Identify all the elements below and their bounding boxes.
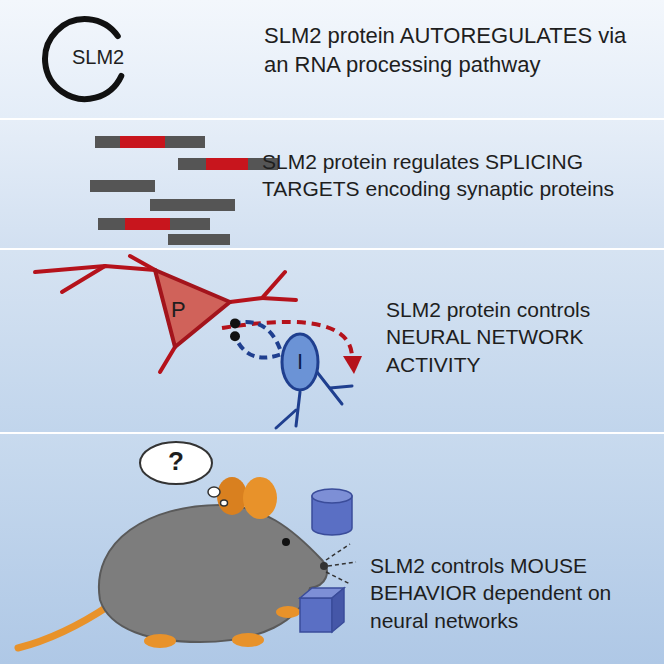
illustration-path: [62, 266, 105, 292]
illustration-ellipse: [208, 487, 220, 497]
illustration-ellipse: [217, 477, 247, 515]
panel-text: SLM2 controls MOUSE BEHAVIOR dependent o…: [370, 552, 656, 634]
illustration-rect: [90, 180, 155, 192]
illustration-g: [326, 544, 356, 584]
illustration-rect: [150, 199, 235, 211]
illustration-ellipse: [312, 489, 352, 503]
illustration-ellipse: [144, 634, 176, 648]
illustration-path: [18, 605, 110, 648]
illustration-path: [99, 505, 327, 642]
panel-text: SLM2 protein regulates SPLICING TARGETS …: [262, 148, 656, 203]
illustration-path: [276, 410, 296, 428]
illustration-line: [326, 572, 350, 584]
thought-bubble: ?: [138, 440, 214, 486]
illustration-ellipse: [276, 606, 300, 618]
illustration-line: [328, 562, 356, 566]
pyramidal-neuron: P: [145, 262, 235, 352]
panel-band: SLM2 protein regulates SPLICING TARGETS …: [0, 120, 664, 248]
illustration-polygon: [300, 598, 332, 632]
illustration-rect: [120, 136, 165, 148]
illustration-path: [262, 298, 296, 300]
panel-text: SLM2 protein controls NEURAL NETWORK ACT…: [386, 296, 656, 378]
illustration-g: [35, 256, 296, 372]
panel-band: SLM2 controls MOUSE BEHAVIOR dependent o…: [0, 434, 664, 664]
panel-band: SLM2 protein controls NEURAL NETWORK ACT…: [0, 250, 664, 432]
illustration-g: [90, 136, 278, 245]
illustration-polygon: [155, 270, 230, 347]
illustration-path: [130, 256, 155, 270]
synapse-dot: [230, 331, 240, 341]
protein-circle: SLM2: [40, 14, 132, 104]
synaptic-connection: [235, 336, 280, 357]
illustration-ellipse: [243, 477, 277, 519]
illustration-circle: [320, 562, 328, 570]
interneuron: I: [280, 332, 320, 392]
illustration-ellipse: [232, 633, 264, 647]
illustration-rect: [125, 218, 170, 230]
panel-band: SLM2 protein AUTOREGULATES via an RNA pr…: [0, 0, 664, 118]
illustration-rect: [168, 234, 230, 245]
illustration-rect: [206, 158, 248, 170]
band-illustration: [0, 434, 664, 664]
node-label: I: [280, 348, 320, 377]
illustration-rect: [95, 136, 205, 148]
synapse-dot: [230, 318, 240, 328]
illustration-rect: [98, 218, 210, 230]
panel-text: SLM2 protein AUTOREGULATES via an RNA pr…: [264, 22, 656, 79]
illustration-polygon: [332, 588, 344, 632]
illustration-ellipse: [221, 500, 228, 506]
node-label: ?: [138, 446, 214, 477]
node-label: P: [171, 296, 186, 325]
illustration-g: [120, 136, 248, 230]
node-label: SLM2: [72, 44, 124, 70]
illustration-polygon: [343, 356, 362, 374]
illustration-path: [160, 347, 175, 372]
illustration-g: [300, 489, 352, 632]
illustration-circle: [282, 538, 290, 546]
synaptic-connection: [235, 322, 280, 349]
node-shape: [145, 262, 235, 352]
illustration-path: [330, 386, 352, 388]
illustration-line: [326, 544, 350, 560]
